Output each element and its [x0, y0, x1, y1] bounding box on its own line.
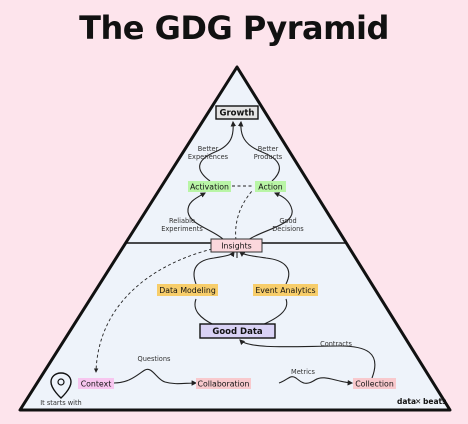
label-better-products-1: Better	[258, 145, 279, 153]
flow-eventanalytics-to-insights	[239, 251, 290, 285]
label-better-experiences-2: Experiences	[188, 153, 229, 161]
diagram-title: The GDG Pyramid	[79, 9, 389, 47]
node-context-label: Context	[81, 380, 112, 389]
node-collaboration-label: Collaboration	[198, 380, 250, 389]
flow-datamodeling-to-insights	[193, 251, 235, 285]
node-data-modeling-label: Data Modeling	[159, 286, 216, 295]
flow-collaboration-to-collection	[278, 376, 354, 386]
label-better-products-2: Products	[254, 153, 283, 161]
label-reliable-experiments-2: Experiments	[161, 225, 203, 233]
node-insights: Insights	[210, 238, 263, 253]
node-data-modeling: Data Modeling	[157, 284, 218, 296]
label-reliable-experiments-1: Reliable	[169, 217, 195, 225]
brand-logo: data ✕ beats	[397, 397, 447, 406]
node-good-data: Good Data	[199, 323, 276, 339]
flow-action-to-growth	[237, 120, 280, 182]
brand-left: data	[397, 397, 416, 406]
node-collaboration: Collaboration	[196, 378, 251, 389]
brand-right: beats	[423, 397, 447, 406]
node-collection-label: Collection	[355, 380, 394, 389]
label-good-decisions-1: Good	[279, 217, 296, 225]
flow-collection-to-gooddata	[239, 339, 376, 379]
node-context: Context	[78, 378, 114, 389]
node-collection: Collection	[353, 378, 396, 389]
label-it-starts-with: It starts with	[40, 399, 82, 407]
brand-mid: ✕	[415, 397, 421, 406]
label-better-experiences-1: Better	[198, 145, 219, 153]
flow-activation-to-growth	[199, 120, 237, 182]
label-good-decisions-2: Decisions	[272, 225, 304, 233]
node-growth-label: Growth	[220, 109, 255, 119]
label-contracts: Contracts	[320, 340, 352, 348]
node-action-label: Action	[258, 183, 282, 192]
node-action: Action	[255, 181, 286, 192]
flow-insights-to-action	[247, 192, 293, 241]
flow-context-to-collaboration	[113, 368, 198, 386]
node-event-analytics: Event Analytics	[253, 284, 318, 296]
label-metrics: Metrics	[291, 368, 315, 376]
node-event-analytics-label: Event Analytics	[255, 286, 315, 295]
flow-insights-to-activation	[187, 192, 225, 241]
location-pin-icon	[50, 372, 72, 399]
flow-gooddata-to-datamodeling	[194, 298, 215, 326]
node-activation-label: Activation	[190, 183, 229, 192]
label-questions: Questions	[138, 355, 171, 363]
node-good-data-label: Good Data	[212, 327, 263, 337]
dashed-insights-to-context	[93, 248, 213, 373]
node-insights-label: Insights	[221, 242, 251, 251]
node-growth: Growth	[215, 105, 259, 120]
node-activation: Activation	[188, 181, 231, 192]
flow-gooddata-to-eventanalytics	[261, 298, 288, 326]
